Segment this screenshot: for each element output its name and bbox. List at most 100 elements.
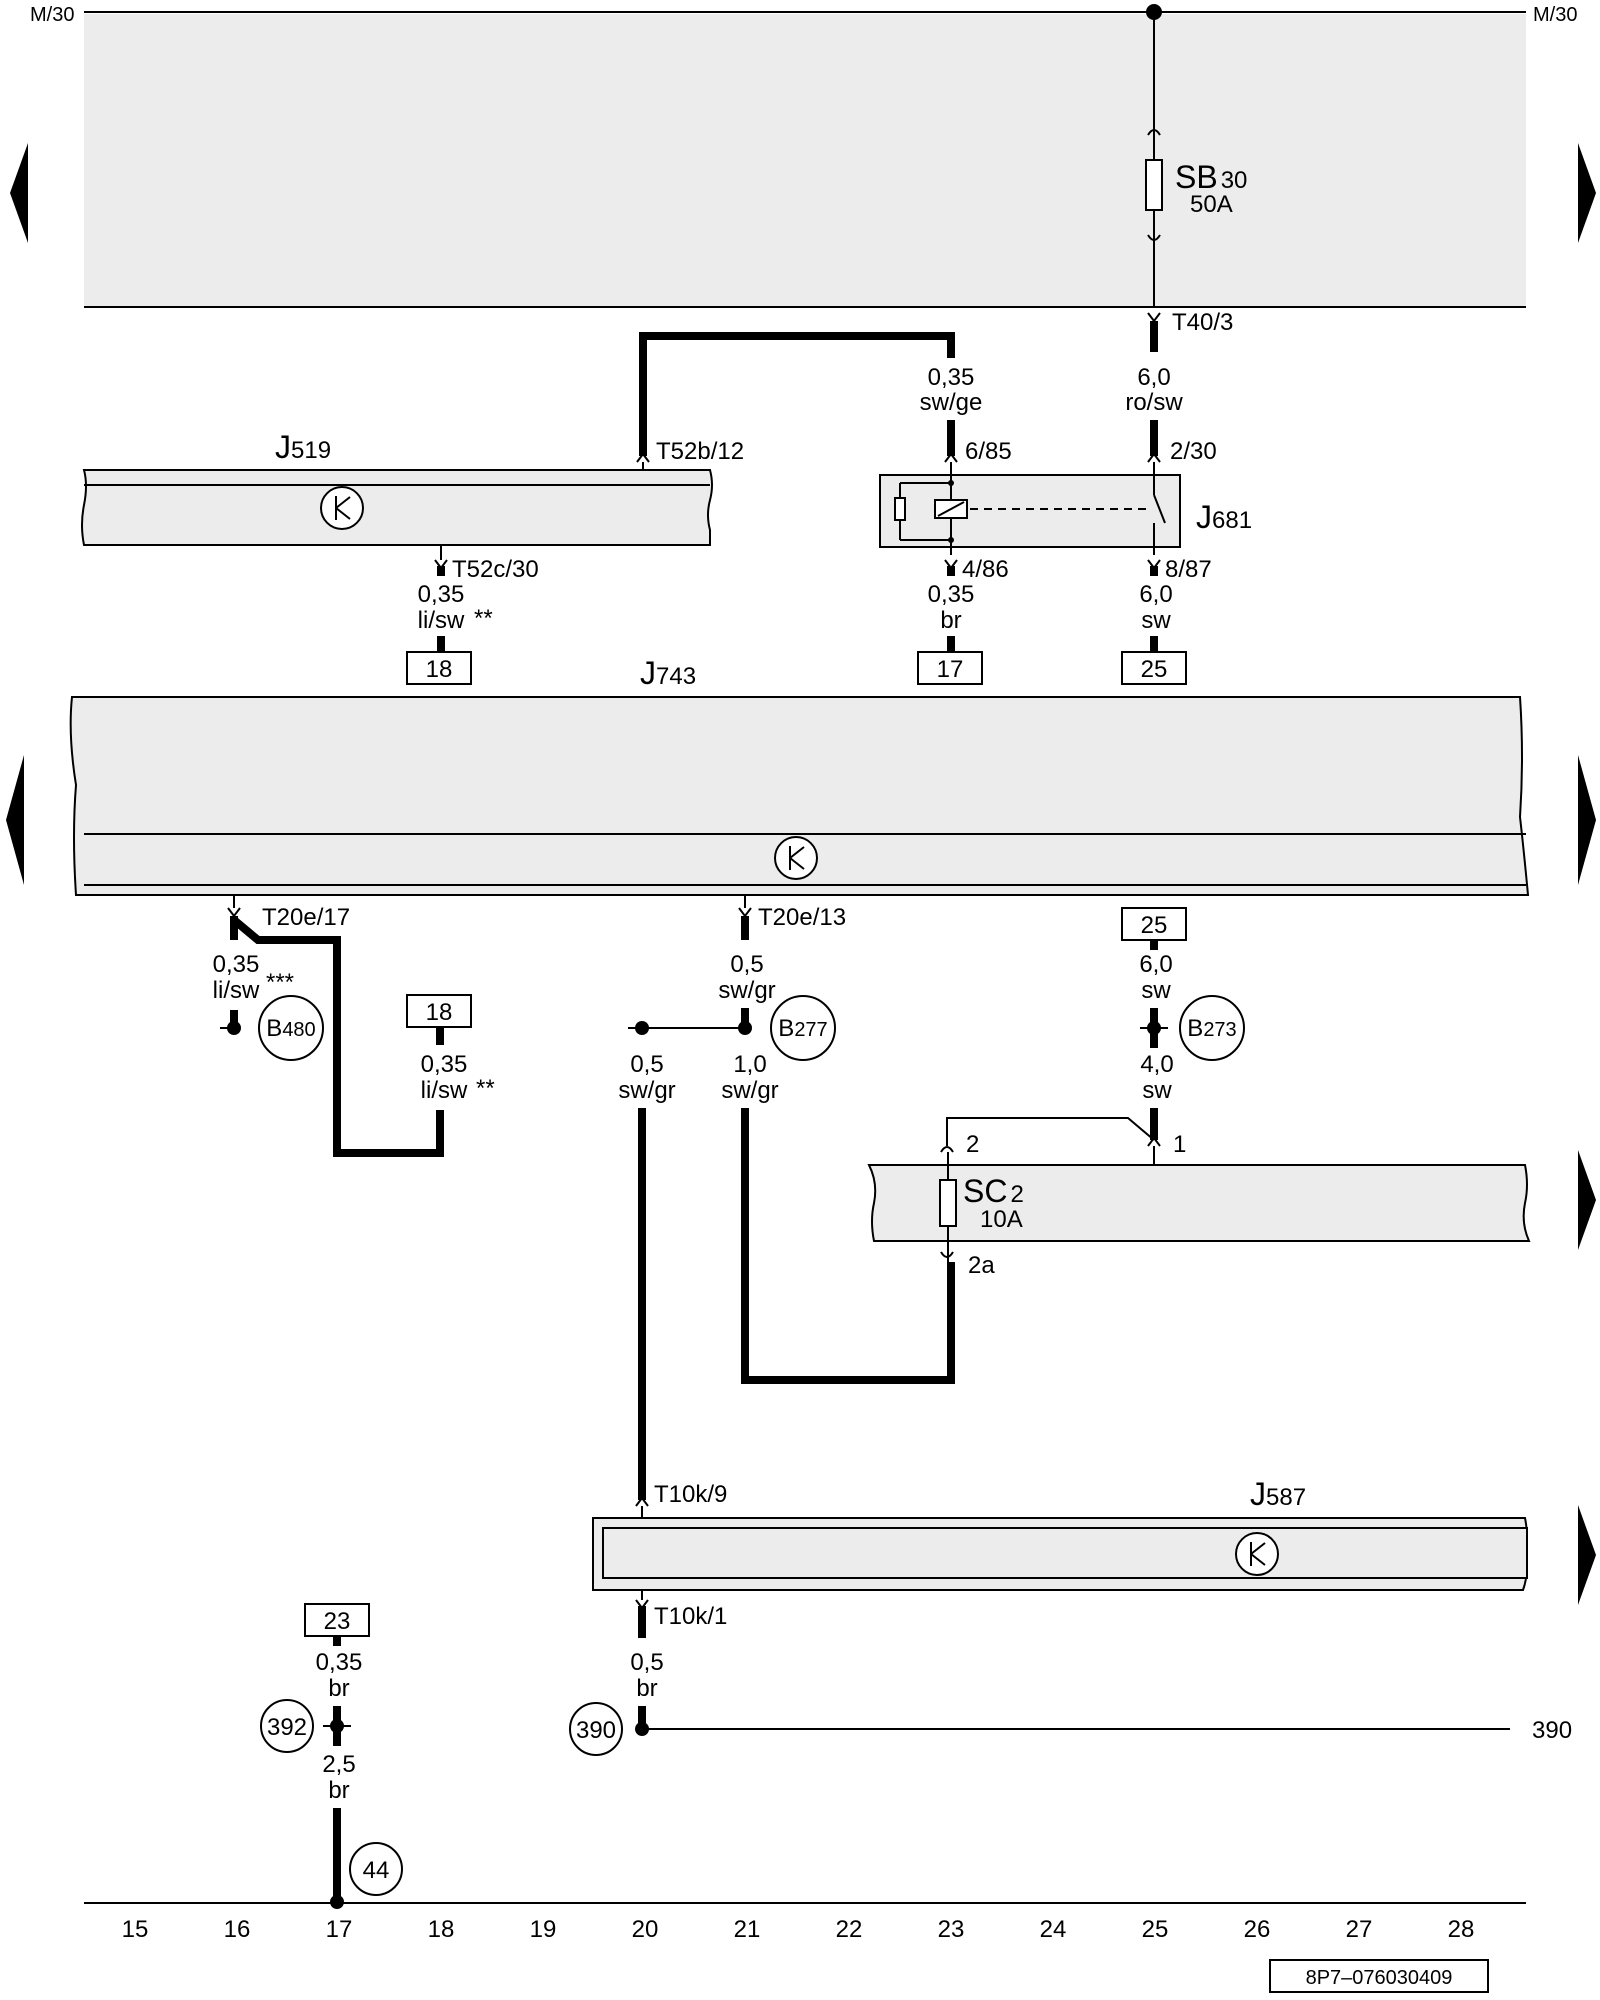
track-number: 25 <box>1142 1916 1169 1943</box>
splice-b277 <box>770 995 836 1061</box>
track-number: 24 <box>1040 1916 1067 1943</box>
continue-390: 390 <box>1532 1717 1572 1744</box>
svg-text:T20e/17: T20e/17 <box>262 904 350 931</box>
svg-text:0,35: 0,35 <box>213 951 260 978</box>
svg-text:2a: 2a <box>968 1252 995 1279</box>
svg-text:li/sw: li/sw <box>213 977 260 1004</box>
track-number: 27 <box>1346 1916 1373 1943</box>
nav-arrow-left-2[interactable] <box>6 755 24 885</box>
svg-text:br: br <box>636 1675 657 1702</box>
svg-text:0,35: 0,35 <box>421 1051 468 1078</box>
svg-text:li/sw: li/sw <box>418 607 465 634</box>
doc-code: 8P7–076030409 <box>1306 1967 1453 1989</box>
svg-text:0,5: 0,5 <box>730 951 763 978</box>
svg-text:0,35: 0,35 <box>928 364 975 391</box>
ground-390 <box>569 1702 623 1756</box>
relay-j681 <box>879 474 1181 548</box>
svg-text:4/86: 4/86 <box>962 556 1009 583</box>
svg-text:0,35: 0,35 <box>316 1649 363 1676</box>
ref-box <box>406 651 472 685</box>
track-number: 23 <box>938 1916 965 1943</box>
track-number: 28 <box>1448 1916 1475 1943</box>
svg-text:B277: B277 <box>778 1015 827 1042</box>
svg-text:392: 392 <box>267 1714 307 1741</box>
track-number: 20 <box>632 1916 659 1943</box>
svg-text:br: br <box>328 1675 349 1702</box>
ref-box <box>1121 651 1187 685</box>
nav-arrow-right-1[interactable] <box>1578 143 1596 243</box>
control-unit-icon <box>774 836 818 880</box>
svg-text:25: 25 <box>1141 912 1168 939</box>
control-unit-icon <box>320 486 364 530</box>
svg-text:T20e/13: T20e/13 <box>758 904 846 931</box>
svg-text:ro/sw: ro/sw <box>1125 389 1183 416</box>
svg-text:18: 18 <box>426 999 453 1026</box>
svg-text:17: 17 <box>937 656 964 683</box>
svg-text:23: 23 <box>324 1608 351 1635</box>
splice-b480 <box>258 995 324 1061</box>
svg-text:6,0: 6,0 <box>1137 364 1170 391</box>
ground-44 <box>349 1842 403 1896</box>
splice-b273 <box>1179 995 1245 1061</box>
nav-arrow-right-4[interactable] <box>1578 1505 1596 1605</box>
svg-text:8/87: 8/87 <box>1165 556 1212 583</box>
j743-label: J743 <box>640 655 696 691</box>
fuse-sb30 <box>1145 159 1163 211</box>
module-j519 <box>81 469 713 546</box>
svg-text:44: 44 <box>363 1857 390 1884</box>
svg-text:0,5: 0,5 <box>630 1649 663 1676</box>
j587-label: J587 <box>1250 1476 1306 1512</box>
svg-text:T10k/9: T10k/9 <box>654 1481 727 1508</box>
module-j743 <box>69 696 1530 896</box>
svg-text:sw: sw <box>1142 1077 1172 1104</box>
svg-text:390: 390 <box>576 1717 616 1744</box>
svg-text:br: br <box>328 1777 349 1804</box>
svg-text:sw/gr: sw/gr <box>721 1077 778 1104</box>
svg-text:2/30: 2/30 <box>1170 438 1217 465</box>
fuse-sc2 <box>939 1179 957 1227</box>
svg-text:1: 1 <box>1173 1131 1186 1158</box>
svg-text:T40/3: T40/3 <box>1172 309 1233 336</box>
track-number: 18 <box>428 1916 455 1943</box>
svg-text:sw/gr: sw/gr <box>618 1077 675 1104</box>
svg-text:4,0: 4,0 <box>1140 1051 1173 1078</box>
svg-text:1,0: 1,0 <box>733 1051 766 1078</box>
svg-text:18: 18 <box>426 656 453 683</box>
track-number: 15 <box>122 1916 149 1943</box>
svg-text:sw/gr: sw/gr <box>718 977 775 1004</box>
ref-box <box>406 994 472 1028</box>
svg-text:sw: sw <box>1141 977 1171 1004</box>
svg-text:T10k/1: T10k/1 <box>654 1603 727 1630</box>
svg-text:**: ** <box>476 1075 495 1102</box>
svg-text:T52b/12: T52b/12 <box>656 438 744 465</box>
svg-text:li/sw: li/sw <box>421 1077 468 1104</box>
rail-label-right: M/30 <box>1533 4 1577 26</box>
ground-392 <box>260 1699 314 1753</box>
track-number: 22 <box>836 1916 863 1943</box>
nav-arrow-right-3[interactable] <box>1578 1150 1596 1250</box>
fuse-panel <box>84 14 1526 306</box>
track-number: 19 <box>530 1916 557 1943</box>
svg-text:2: 2 <box>966 1131 979 1158</box>
svg-text:B273: B273 <box>1187 1015 1236 1042</box>
svg-text:sw: sw <box>1141 607 1171 634</box>
rail-label-left: M/30 <box>30 4 74 26</box>
fuse-panel-sc <box>867 1164 1531 1242</box>
svg-text:br: br <box>940 607 961 634</box>
svg-text:T52c/30: T52c/30 <box>452 556 539 583</box>
svg-text:0,35: 0,35 <box>418 581 465 608</box>
svg-text:6,0: 6,0 <box>1139 581 1172 608</box>
svg-text:6/85: 6/85 <box>965 438 1012 465</box>
nav-arrow-left-1[interactable] <box>10 143 28 243</box>
svg-text:sw/ge: sw/ge <box>920 389 983 416</box>
j681-label: J681 <box>1196 499 1252 535</box>
j519-label: J519 <box>275 429 331 465</box>
track-number: 16 <box>224 1916 251 1943</box>
svg-text:**: ** <box>474 605 493 632</box>
track-number: 21 <box>734 1916 761 1943</box>
nav-arrow-right-2[interactable] <box>1578 755 1596 885</box>
